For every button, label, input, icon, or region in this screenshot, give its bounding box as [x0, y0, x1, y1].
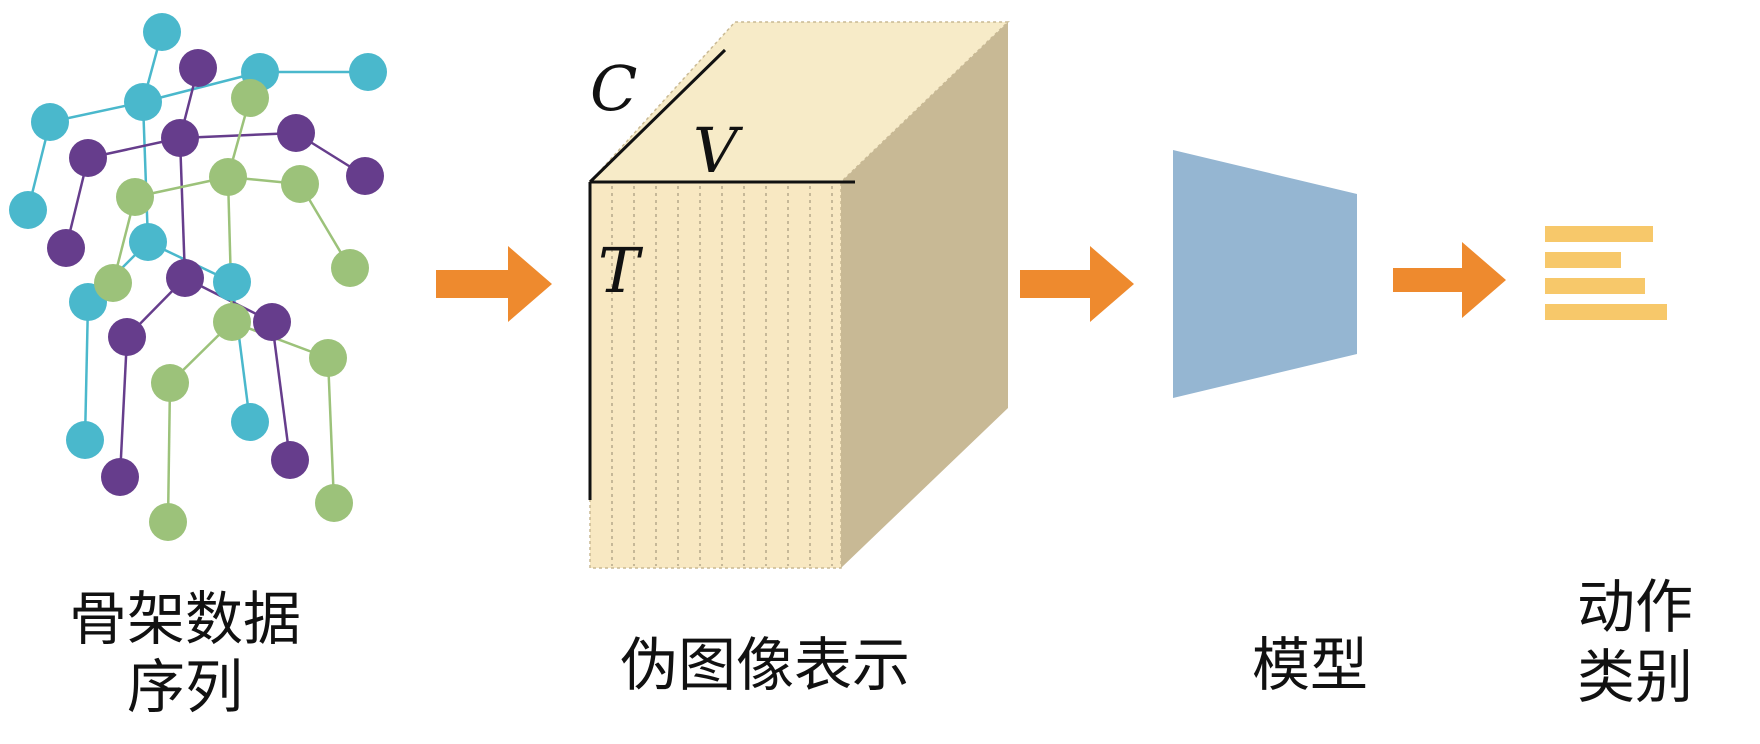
skeleton-joint: [271, 441, 309, 479]
arrow-right-icon: [1393, 242, 1506, 318]
caption-skeleton-line2: 序列: [126, 653, 243, 721]
skeleton-joint: [231, 403, 269, 441]
skeleton-joint: [143, 13, 181, 51]
skeleton-joint: [166, 259, 204, 297]
skeleton-bone: [141, 101, 150, 243]
axis-c-label: C: [590, 52, 637, 125]
skeleton-joint: [213, 263, 251, 301]
skeleton-sequence-icon: [9, 13, 387, 541]
skeleton-joint: [179, 49, 217, 87]
skeleton-joint: [315, 484, 353, 522]
skeleton-bone: [179, 131, 297, 140]
skeleton-joint: [277, 114, 315, 152]
caption-pseudo-image: 伪图像表示: [619, 631, 910, 699]
skeleton-bone: [178, 137, 187, 279]
skeleton-bone: [270, 321, 292, 461]
skeleton-joint: [213, 303, 251, 341]
caption-model: 模型: [1251, 631, 1368, 699]
skeleton-joint: [349, 53, 387, 91]
caption-action-line1: 动作: [1576, 573, 1693, 641]
skeleton-joint: [281, 165, 319, 203]
skeleton-joint: [124, 83, 162, 121]
axis-c-line: [588, 48, 727, 184]
class-bar: [1545, 226, 1653, 242]
skeleton-joint: [94, 264, 132, 302]
axis-t-label: T: [598, 234, 644, 307]
skeleton-joint: [108, 318, 146, 356]
skeleton-joint: [253, 303, 291, 341]
skeleton-joint: [161, 119, 199, 157]
skeleton-bone: [166, 382, 172, 523]
class-bar: [1545, 278, 1645, 294]
skeleton-joint: [69, 139, 107, 177]
skeleton-joint: [31, 103, 69, 141]
cube-side-face: [841, 22, 1008, 568]
skeleton-joint: [116, 178, 154, 216]
caption-skeleton-sequence: 骨架数据 序列: [20, 590, 350, 716]
skeleton-joint: [149, 503, 187, 541]
skeleton-bone: [118, 336, 129, 478]
class-bar: [1545, 252, 1621, 268]
skeleton-bone: [326, 357, 336, 504]
class-bars-icon: [1545, 226, 1667, 320]
skeleton-joint: [309, 339, 347, 377]
pseudo-image-cube-icon: C V T: [588, 21, 1010, 569]
skeleton-joint: [101, 458, 139, 496]
skeleton-joint: [129, 223, 167, 261]
model-trapezoid-icon: [1173, 150, 1357, 398]
skeleton-joint: [209, 158, 247, 196]
arrow-right-icon: [1020, 246, 1134, 322]
skeleton-joint: [47, 229, 85, 267]
caption-skeleton-line1: 骨架数据: [68, 585, 301, 653]
skeleton-joint: [231, 79, 269, 117]
skeleton-bone: [83, 301, 90, 441]
caption-action-class: 动作 类别: [1560, 578, 1710, 706]
caption-action-line2: 类别: [1576, 643, 1693, 711]
skeleton-joint: [9, 191, 47, 229]
class-bar: [1545, 304, 1667, 320]
skeleton-joint: [331, 249, 369, 287]
skeleton-bone: [142, 70, 261, 104]
skeleton-joint: [151, 364, 189, 402]
axis-v-label: V: [693, 114, 744, 187]
skeleton-joint: [346, 157, 384, 195]
arrow-right-icon: [436, 246, 552, 322]
skeleton-joint: [66, 421, 104, 459]
